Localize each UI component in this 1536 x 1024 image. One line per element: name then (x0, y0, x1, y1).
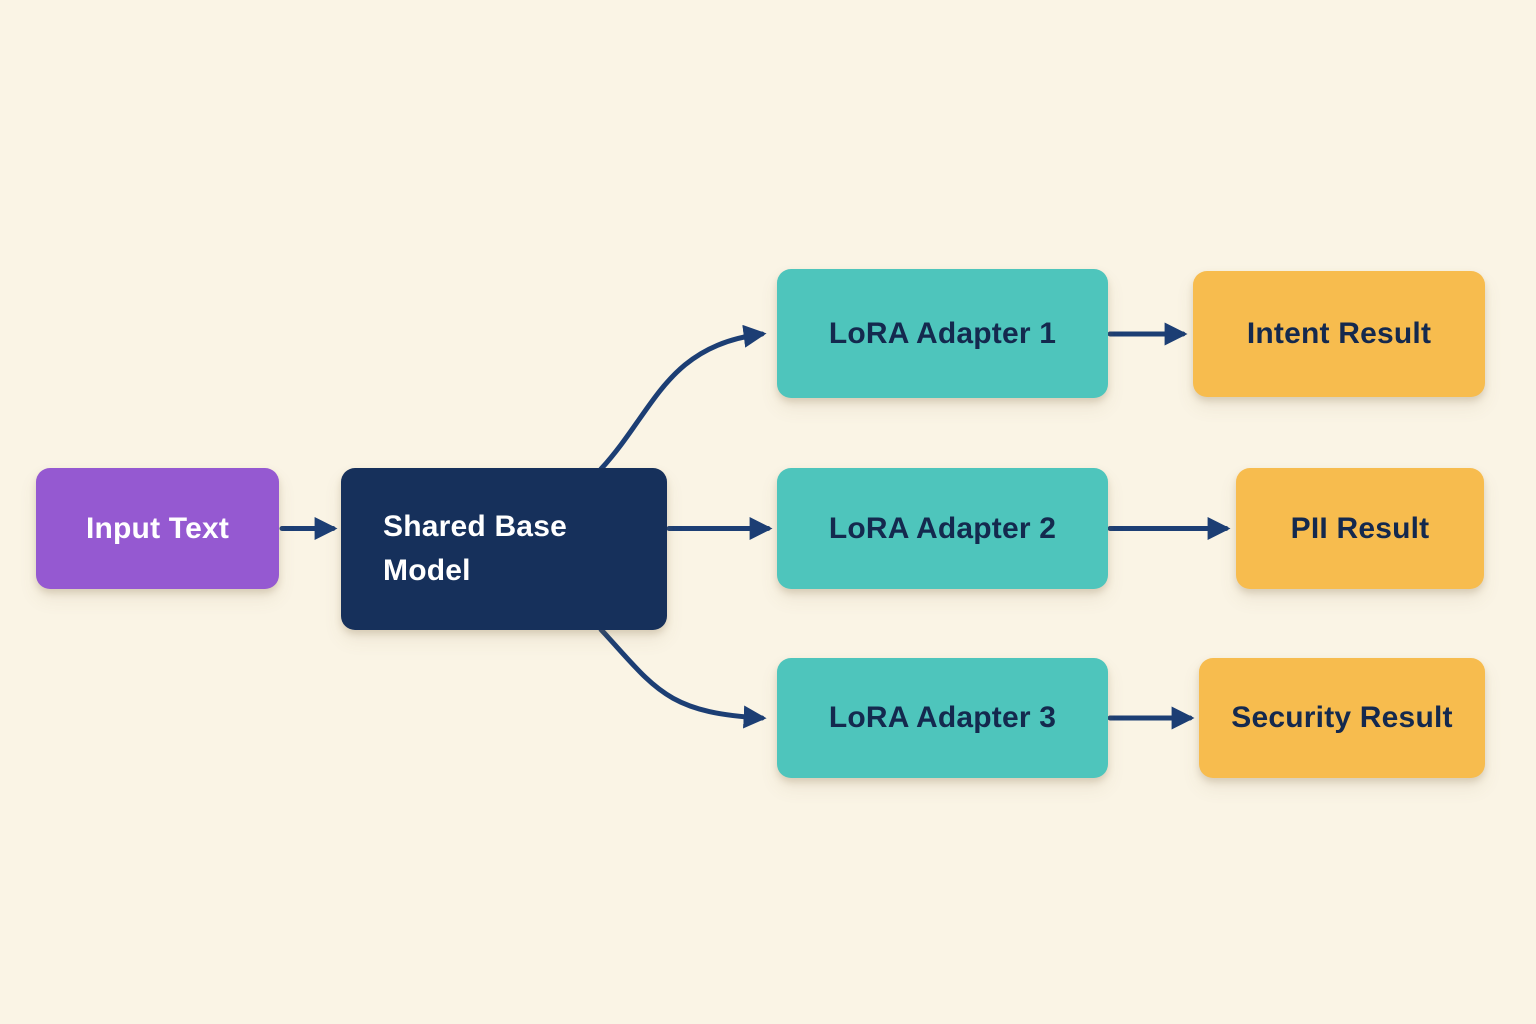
node-shared-base-model-label: Shared Base Model (383, 510, 567, 587)
node-pii-result: PII Result (1236, 468, 1484, 589)
node-lora-adapter-2-label: LoRA Adapter 2 (828, 511, 1057, 545)
node-lora-adapter-3-label: LoRA Adapter 3 (828, 701, 1057, 734)
edge-base-to-adapter3 (598, 627, 767, 729)
node-intent-result: Intent Result (1193, 271, 1485, 397)
node-lora-adapter-1-label: LoRA Adapter 1 (828, 316, 1057, 350)
node-lora-adapter-2: LoRA Adapter 2 (777, 468, 1108, 589)
node-security-result: Security Result (1199, 658, 1485, 778)
node-security-result-label: Security Result (1231, 701, 1453, 734)
node-pii-result-label: PII Result (1290, 511, 1430, 545)
node-intent-result-label: Intent Result (1246, 317, 1432, 350)
node-input-text-label: Input Text (85, 511, 230, 545)
node-input-text: Input Text (36, 468, 279, 589)
node-lora-adapter-3: LoRA Adapter 3 (777, 658, 1108, 778)
edge-base-to-adapter1 (598, 324, 767, 472)
node-lora-adapter-1: LoRA Adapter 1 (777, 269, 1108, 398)
node-shared-base-model: Shared Base Model (341, 468, 667, 630)
